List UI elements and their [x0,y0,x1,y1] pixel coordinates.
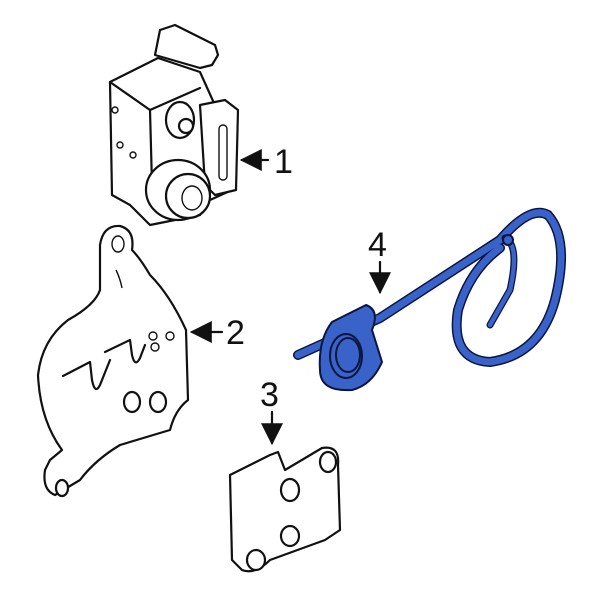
callout-4-label: 4 [368,226,387,264]
part-3-plate[interactable] [228,446,342,573]
part-4-cable[interactable] [293,207,567,392]
callout-3-label: 3 [260,376,279,414]
part-2-bracket[interactable] [36,224,190,498]
callout-1-label: 1 [274,143,293,181]
part-1-modulator[interactable] [108,23,240,227]
callout-2-label: 2 [226,314,245,352]
